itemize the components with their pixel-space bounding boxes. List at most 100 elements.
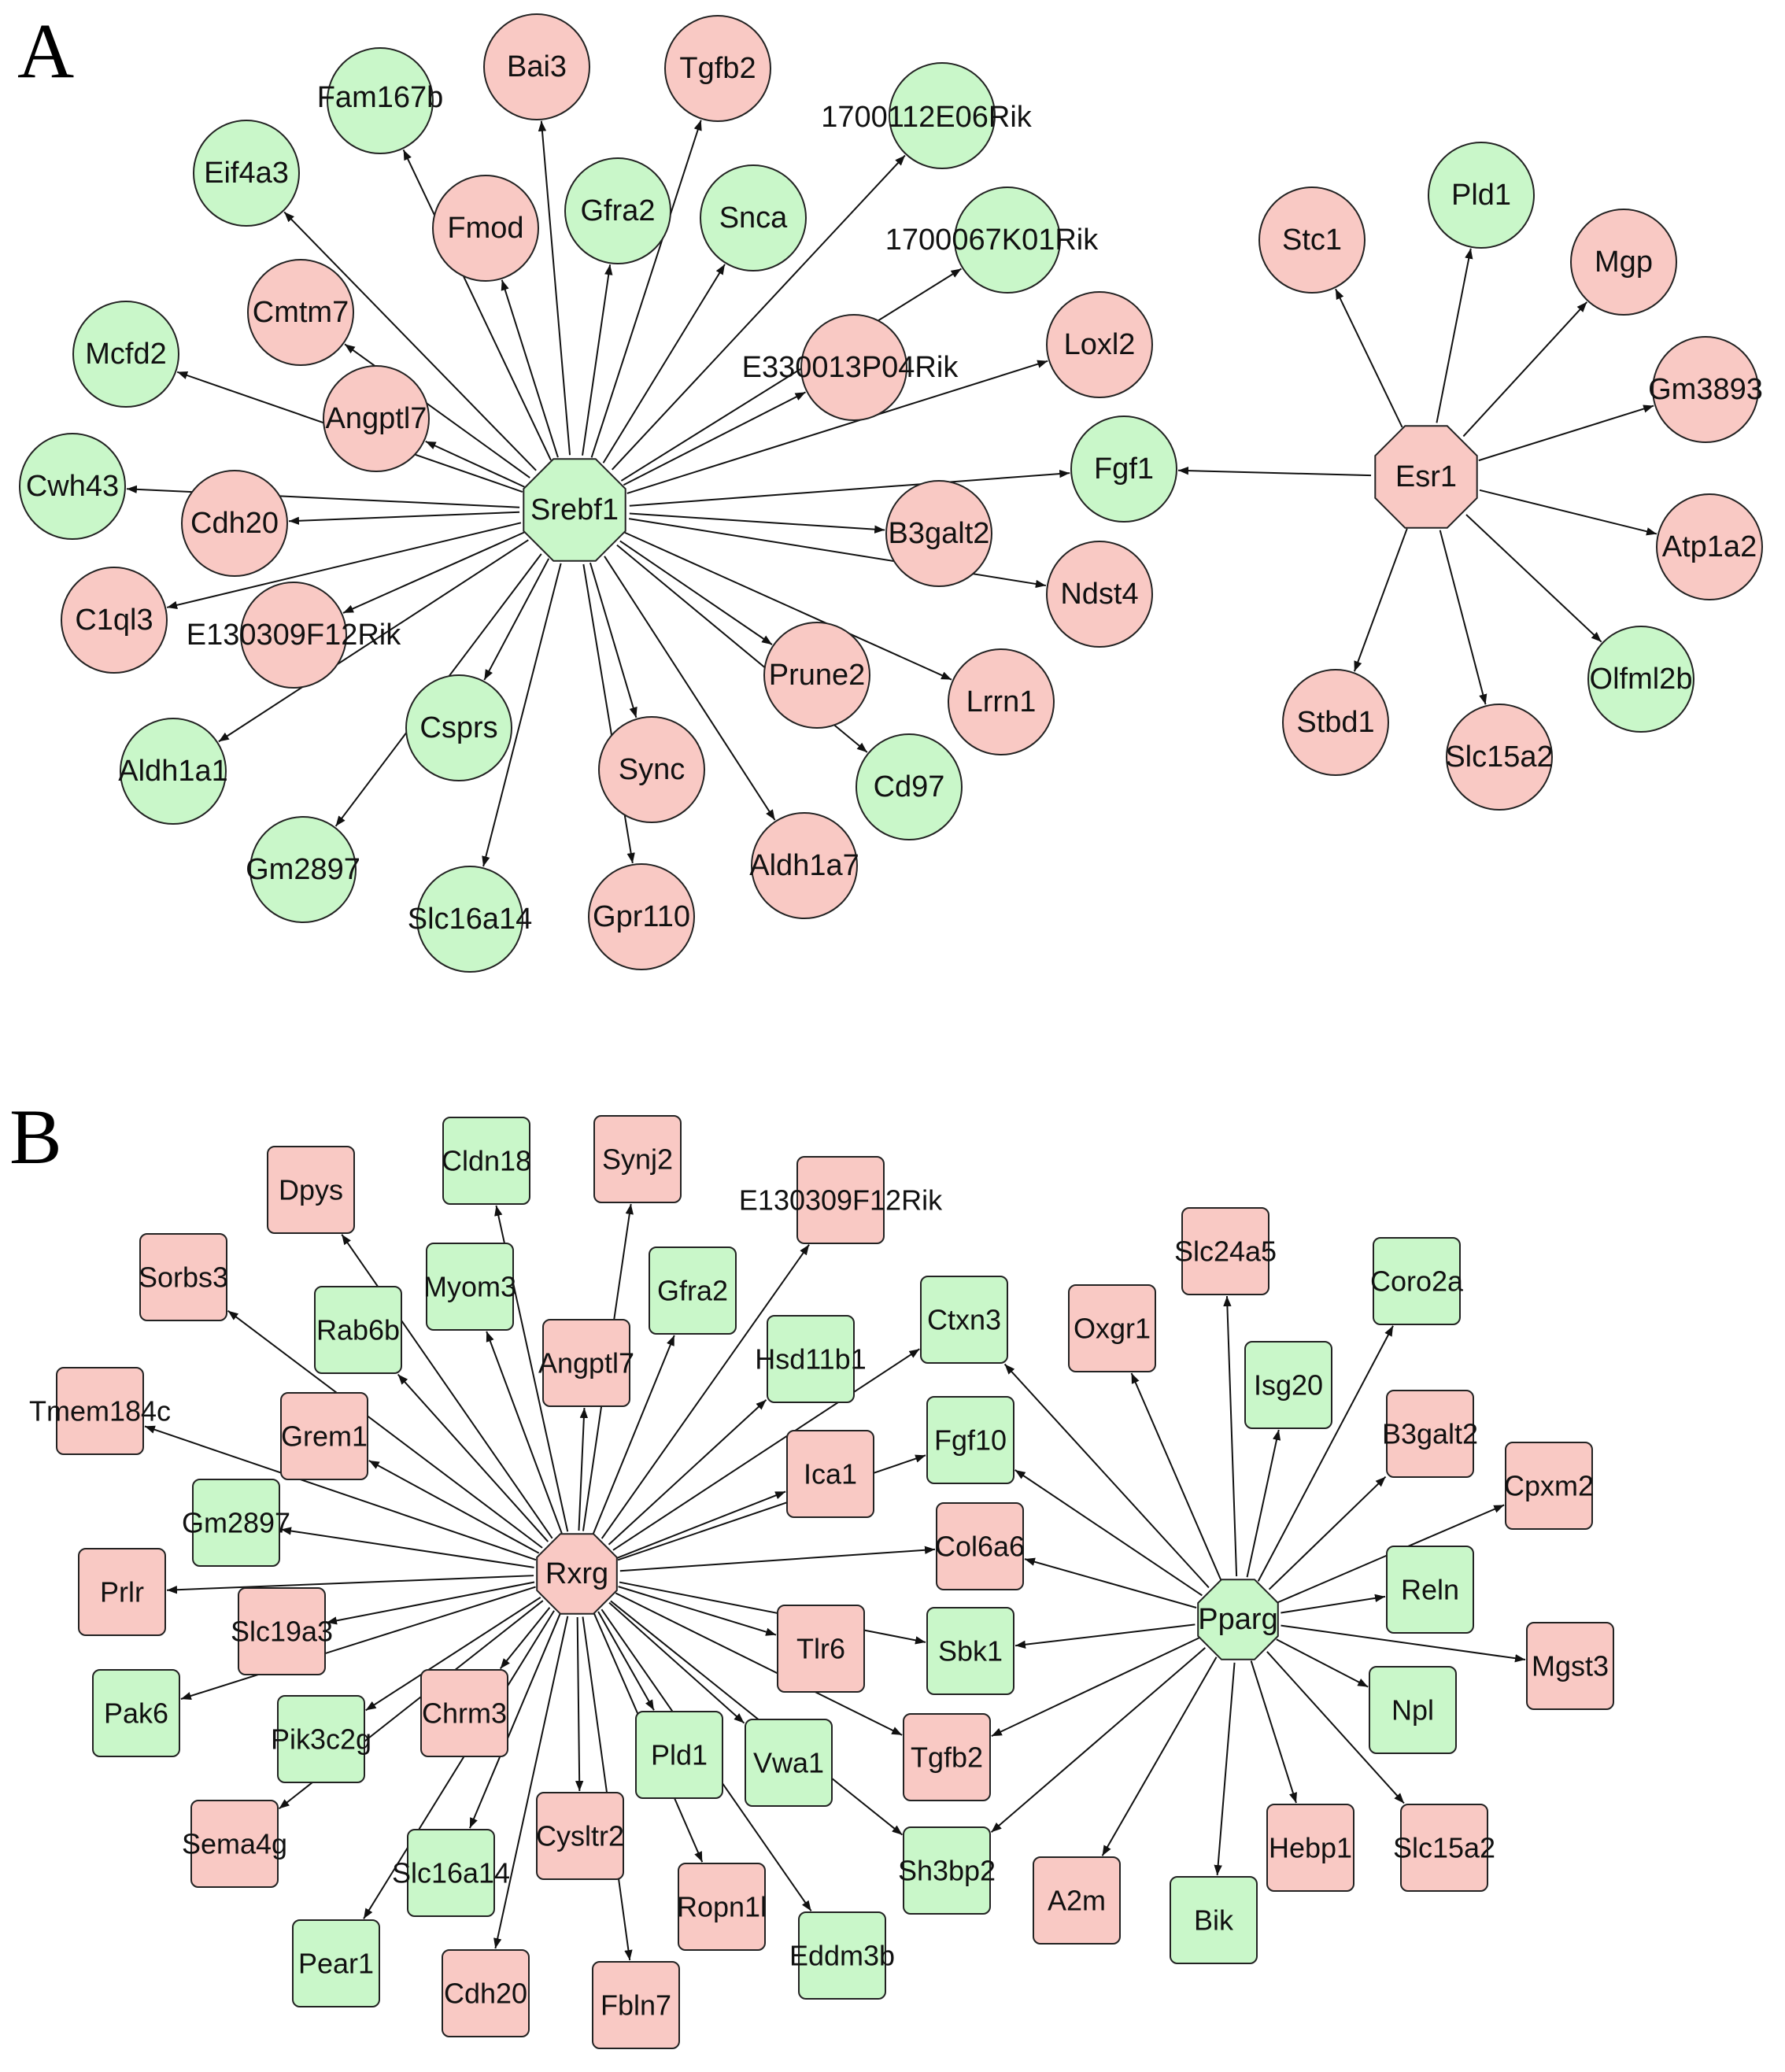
- node-eif4a3[interactable]: Eif4a3: [193, 120, 300, 227]
- edge-rxrg-to-dpys: [341, 1234, 553, 1539]
- node-shape-bai3: [483, 13, 590, 120]
- node-tgfb2[interactable]: Tgfb2: [664, 15, 771, 122]
- node-col6a6[interactable]: Col6a6: [935, 1502, 1025, 1590]
- node-hebp1[interactable]: Hebp1: [1266, 1804, 1354, 1892]
- node-ica1[interactable]: Ica1: [786, 1430, 874, 1518]
- node-cysltr2[interactable]: Cysltr2: [536, 1792, 624, 1880]
- node-e130309f12rik[interactable]: E130309F12Rik: [187, 582, 402, 689]
- node-shape-e130309f12rik: [796, 1156, 885, 1244]
- node-gm3893[interactable]: Gm3893: [1648, 336, 1763, 443]
- node-ndst4[interactable]: Ndst4: [1046, 541, 1153, 648]
- node-pik3c2g[interactable]: Pik3c2g: [271, 1695, 371, 1783]
- node-olfml2b[interactable]: Olfml2b: [1587, 626, 1694, 733]
- node-vwa1[interactable]: Vwa1: [745, 1719, 833, 1807]
- node-cd97[interactable]: Cd97: [856, 733, 963, 840]
- hub-esr1[interactable]: Esr1: [1374, 425, 1478, 529]
- node-stc1[interactable]: Stc1: [1258, 187, 1366, 294]
- node-slc19a3[interactable]: Slc19a3: [231, 1587, 333, 1675]
- node-pld1[interactable]: Pld1: [1428, 142, 1535, 249]
- node-cmtm7[interactable]: Cmtm7: [247, 259, 354, 366]
- node-tlr6[interactable]: Tlr6: [777, 1605, 865, 1693]
- node-reln[interactable]: Reln: [1386, 1546, 1474, 1634]
- node-bik[interactable]: Bik: [1170, 1876, 1258, 1964]
- node-mcfd2[interactable]: Mcfd2: [72, 301, 179, 408]
- hub-rxrg[interactable]: Rxrg: [536, 1533, 618, 1615]
- node-slc16a14[interactable]: Slc16a14: [408, 866, 532, 973]
- node-eddm3b[interactable]: Eddm3b: [789, 1911, 895, 2000]
- node-slc15a2[interactable]: Slc15a2: [1393, 1804, 1495, 1892]
- node-lrrn1[interactable]: Lrrn1: [948, 648, 1055, 755]
- node-gm2897[interactable]: Gm2897: [246, 816, 360, 923]
- hub-srebf1[interactable]: Srebf1: [523, 458, 626, 562]
- node-prlr[interactable]: Prlr: [78, 1548, 166, 1636]
- node-isg20[interactable]: Isg20: [1244, 1341, 1332, 1429]
- node-cdh20[interactable]: Cdh20: [442, 1949, 530, 2037]
- node-fbln7[interactable]: Fbln7: [592, 1961, 680, 2049]
- node-slc16a14[interactable]: Slc16a14: [392, 1829, 510, 1917]
- node-gm2897[interactable]: Gm2897: [182, 1479, 290, 1567]
- node-aldh1a1[interactable]: Aldh1a1: [118, 718, 228, 825]
- hub-pparg[interactable]: Pparg: [1197, 1579, 1279, 1660]
- node-fgf10[interactable]: Fgf10: [926, 1396, 1014, 1484]
- node-fgf1[interactable]: Fgf1: [1070, 416, 1177, 523]
- node-mgp[interactable]: Mgp: [1570, 209, 1677, 316]
- node-sema4g[interactable]: Sema4g: [182, 1800, 287, 1888]
- node-dpys[interactable]: Dpys: [267, 1146, 355, 1234]
- node-1700112e06rik[interactable]: 1700112E06Rik: [821, 62, 1033, 169]
- node-hsd11b1[interactable]: Hsd11b1: [755, 1315, 867, 1403]
- node-tgfb2[interactable]: Tgfb2: [903, 1713, 991, 1801]
- node-label-1700112e06rik: 1700112E06Rik: [821, 101, 1033, 134]
- node-ropn1l[interactable]: Ropn1l: [677, 1863, 767, 1951]
- node-aldh1a7[interactable]: Aldh1a7: [749, 812, 859, 919]
- node-angptl7[interactable]: Angptl7: [538, 1319, 634, 1407]
- edge-pparg-to-oxgr1: [1130, 1372, 1222, 1580]
- node-shape-lrrn1: [948, 648, 1055, 755]
- node-cpxm2[interactable]: Cpxm2: [1504, 1442, 1594, 1530]
- node-fmod[interactable]: Fmod: [432, 175, 539, 282]
- node-shape-ica1: [786, 1430, 874, 1518]
- node-e330013p04rik[interactable]: E330013P04Rik: [742, 314, 959, 421]
- node-pak6[interactable]: Pak6: [92, 1669, 180, 1757]
- node-loxl2[interactable]: Loxl2: [1046, 291, 1153, 398]
- node-1700067k01rik[interactable]: 1700067K01Rik: [885, 187, 1099, 294]
- node-cwh43[interactable]: Cwh43: [19, 433, 126, 540]
- node-mgst3[interactable]: Mgst3: [1526, 1622, 1614, 1710]
- node-a2m[interactable]: A2m: [1033, 1856, 1121, 1945]
- edge-pparg-to-isg20: [1246, 1429, 1281, 1578]
- node-chrm3[interactable]: Chrm3: [420, 1669, 508, 1757]
- node-fam167b[interactable]: Fam167b: [317, 47, 444, 154]
- node-rab6b[interactable]: Rab6b: [314, 1286, 402, 1374]
- node-pear1[interactable]: Pear1: [292, 1919, 380, 2007]
- node-snca[interactable]: Snca: [700, 164, 807, 271]
- node-gpr110[interactable]: Gpr110: [588, 863, 695, 970]
- node-bai3[interactable]: Bai3: [483, 13, 590, 120]
- node-slc24a5[interactable]: Slc24a5: [1174, 1207, 1277, 1295]
- node-e130309f12rik[interactable]: E130309F12Rik: [739, 1156, 943, 1244]
- node-pld1[interactable]: Pld1: [635, 1711, 723, 1799]
- node-slc15a2[interactable]: Slc15a2: [1445, 704, 1554, 811]
- node-c1ql3[interactable]: C1ql3: [61, 567, 168, 674]
- node-tmem184c[interactable]: Tmem184c: [29, 1367, 171, 1455]
- node-stbd1[interactable]: Stbd1: [1282, 669, 1389, 776]
- node-angptl7[interactable]: Angptl7: [323, 365, 430, 472]
- node-sorbs3[interactable]: Sorbs3: [139, 1233, 228, 1321]
- node-npl[interactable]: Npl: [1369, 1666, 1457, 1754]
- node-cldn18[interactable]: Cldn18: [442, 1117, 531, 1205]
- node-b3galt2[interactable]: B3galt2: [1382, 1390, 1478, 1478]
- node-synj2[interactable]: Synj2: [593, 1115, 682, 1203]
- node-ctxn3[interactable]: Ctxn3: [920, 1276, 1008, 1364]
- node-cdh20[interactable]: Cdh20: [181, 470, 288, 577]
- node-gfra2[interactable]: Gfra2: [649, 1247, 737, 1335]
- node-atp1a2[interactable]: Atp1a2: [1656, 493, 1763, 600]
- node-sbk1[interactable]: Sbk1: [926, 1607, 1014, 1695]
- node-grem1[interactable]: Grem1: [280, 1392, 368, 1480]
- node-b3galt2[interactable]: B3galt2: [885, 480, 992, 587]
- node-coro2a[interactable]: Coro2a: [1370, 1237, 1464, 1325]
- node-myom3[interactable]: Myom3: [423, 1243, 516, 1331]
- node-gfra2[interactable]: Gfra2: [564, 157, 671, 264]
- node-prune2[interactable]: Prune2: [763, 622, 870, 729]
- node-oxgr1[interactable]: Oxgr1: [1068, 1284, 1156, 1372]
- node-sync[interactable]: Sync: [598, 716, 705, 823]
- node-csprs[interactable]: Csprs: [405, 674, 512, 781]
- node-sh3bp2[interactable]: Sh3bp2: [898, 1826, 996, 1915]
